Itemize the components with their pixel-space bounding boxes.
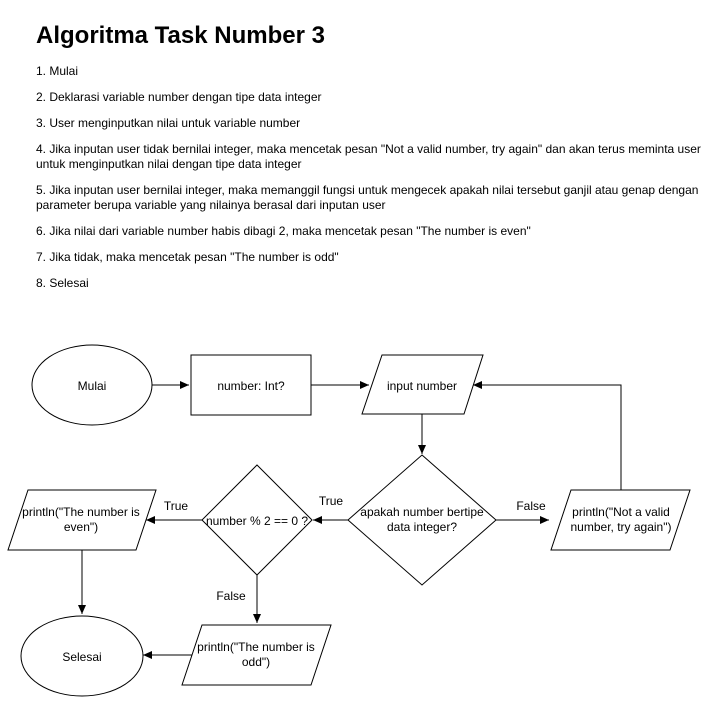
step-item: 5. Jika inputan user bernilai integer, m… [36,183,699,212]
even-output-label-line1: println("The number is [22,505,140,519]
odd-output-label-line2: odd") [242,655,270,669]
start-terminal [31,344,153,426]
check-even-label: number % 2 == 0 ? [206,514,308,528]
step-item: 6. Jika nilai dari variable number habis… [36,224,531,238]
odd-output-label-line1: println("The number is [197,640,315,654]
edge-label-true-even: True [164,499,189,513]
edge-label-true-type: True [319,494,344,508]
check-type-label-line1: apakah number bertipe [360,505,484,519]
input-parallelogram [361,354,484,415]
even-output-label-line2: even") [64,520,98,534]
invalid-output-label-line2: number, try again") [571,520,672,534]
input-label: input number [387,379,457,393]
page-title: Algoritma Task Number 3 [36,22,325,49]
even-output-parallelogram [7,489,157,551]
step-item: 3. User menginputkan nilai untuk variabl… [36,116,301,130]
start-label: Mulai [78,379,107,393]
connector-invalid-to-input [473,381,622,490]
end-label: Selesai [62,650,101,664]
step-item: 7. Jika tidak, maka mencetak pesan "The … [36,250,339,264]
invalid-output-parallelogram [550,489,691,551]
declare-label: number: Int? [217,379,285,393]
check-type-label-line2: data integer? [387,520,457,534]
algorithm-steps: 1. Mulai 2. Deklarasi variable number de… [36,64,701,302]
edge-label-false-even: False [216,589,246,603]
invalid-output-label-line1: println("Not a valid [572,505,670,519]
edge-label-false-type: False [516,499,546,513]
step-item: 2. Deklarasi variable number dengan tipe… [36,90,322,104]
step-item: 4. Jika inputan user tidak bernilai inte… [36,142,701,171]
step-item: 1. Mulai [36,64,79,78]
declare-process [190,354,312,416]
end-terminal [20,615,144,697]
check-type-decision [347,454,497,586]
check-even-decision [201,464,313,576]
odd-output-parallelogram [181,624,332,686]
step-item: 8. Selesai [36,276,89,290]
